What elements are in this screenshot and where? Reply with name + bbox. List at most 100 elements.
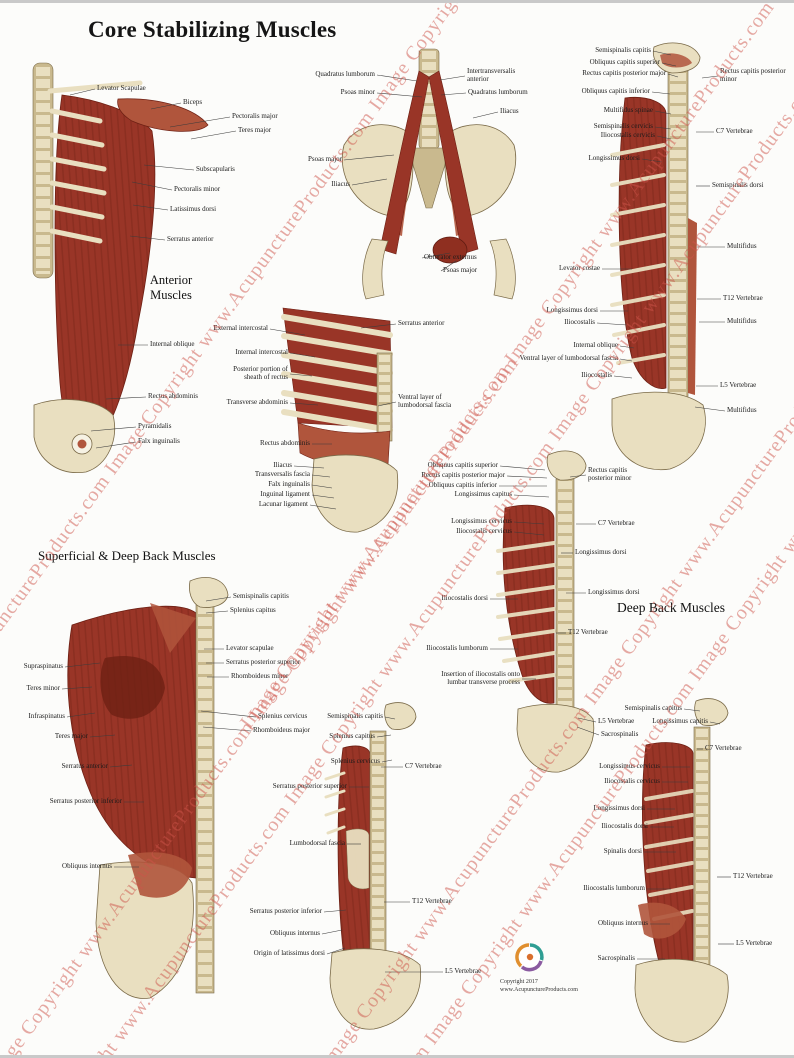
muscle-label: Iliacus <box>273 460 292 469</box>
muscle-label: Serratus posterior inferior <box>49 796 122 805</box>
muscle-label: L5 Vertebrae <box>445 966 482 975</box>
heading-anterior-line1: Anterior <box>149 273 193 287</box>
muscle-label: Levator costae <box>558 263 600 272</box>
muscle-label: Splenius capitus <box>230 605 276 614</box>
figure-deep-spine-middle <box>496 450 595 773</box>
muscle-label: Semispinalis cervicis <box>593 121 653 130</box>
muscle-label: Obliquus capitis inferior <box>428 480 497 489</box>
muscle-label: Infraspinatus <box>28 711 65 720</box>
muscle-label: Iliocostalis cervicus <box>604 776 660 785</box>
muscle-label: Longissimus cervicus <box>451 516 512 525</box>
muscle-label: Iliocostalis <box>564 317 595 326</box>
muscle-label: Semispinalis capitis <box>233 591 289 600</box>
muscle-label: Quadratus lumborum <box>468 87 528 96</box>
copyright-text: Copyright 2017 <box>500 979 538 985</box>
muscle-label: Multifidus <box>727 405 757 414</box>
muscle-label: Obliquus capitis superior <box>427 460 498 469</box>
muscle-label: Transverse abdominis <box>226 397 288 406</box>
muscle-label: C7 Vertebrae <box>405 761 442 770</box>
muscle-label: Serratus posterior superior <box>272 781 347 790</box>
muscle-label: Longissimus dorsi <box>575 547 627 556</box>
muscle-label: Sacrospinalis <box>601 729 639 738</box>
figure-deep-spine-upper-right <box>610 42 706 471</box>
muscle-label: Psoas major <box>307 154 342 163</box>
muscle-label: Transversalis fascia <box>254 469 310 478</box>
muscle-label: Longissimus dorsi <box>593 803 645 812</box>
muscle-label: Splenius cervicus <box>258 711 308 720</box>
muscle-label: Iliocostalis dorsi <box>441 593 488 602</box>
muscle-label: Rhomboideus minor <box>231 671 289 680</box>
muscle-label: Semispinalis capitus <box>624 703 682 712</box>
muscle-label: Spinalis dorsi <box>603 846 642 855</box>
muscle-label: T12 Vertebrae <box>412 896 452 905</box>
muscle-label: Inguinal ligament <box>260 489 310 498</box>
muscle-label: Serratus anterior <box>167 234 214 243</box>
muscle-label: Multifidus <box>727 241 757 250</box>
muscle-label: T12 Vertebrae <box>568 627 608 636</box>
muscle-label: Iliacus <box>500 106 519 115</box>
muscle-label: Iliacus <box>331 179 350 188</box>
muscle-label: Rectus capitis posterior major <box>582 68 666 77</box>
muscle-label: Obturator externus <box>424 252 477 261</box>
muscle-label: Subscapularis <box>196 164 235 173</box>
muscle-label: Ventral layer of lumbodorsal fascia <box>519 353 618 362</box>
acupuncture-products-logo <box>515 943 544 972</box>
muscle-label: Serratus posterior superior <box>226 657 301 666</box>
muscle-label: Obliquus capitis superior <box>589 57 660 66</box>
leader-lines <box>61 50 734 973</box>
muscle-label: Longissimus dorsi <box>588 153 640 162</box>
muscle-label: Lumbodorsal fascia <box>289 838 345 847</box>
muscle-label: Serratus posterior inferior <box>249 906 322 915</box>
muscle-label: Intertransversalis anterior <box>467 67 516 83</box>
muscle-label: Iliocostalis <box>581 370 612 379</box>
muscle-label: Pectoralis minor <box>174 184 221 193</box>
muscle-label: Teres major <box>54 731 88 740</box>
figure-back-lateral <box>324 702 422 1030</box>
muscle-label: Falx inguinalis <box>268 479 310 488</box>
muscle-label: Internal intercostal <box>235 347 288 356</box>
muscle-label: Multifidus <box>727 316 757 325</box>
muscle-label: Splenius capitus <box>329 731 375 740</box>
muscle-label: Serratus anterior <box>398 318 445 327</box>
muscle-label: Rectus capitis posterior minor <box>720 67 786 83</box>
muscle-label: C7 Vertebrae <box>716 126 753 135</box>
figure-deep-back-right <box>634 698 729 1043</box>
muscle-label: Rectus abdominis <box>260 438 310 447</box>
muscle-label: Rectus capitis posterior major <box>421 470 505 479</box>
muscle-label: Insertion of iliocostalis onto lumbar tr… <box>441 670 520 686</box>
figure-superficial-deep-back <box>67 577 229 999</box>
muscle-label: Biceps <box>183 97 203 106</box>
muscle-label: Obliquus capitis inferior <box>581 86 650 95</box>
muscle-label: Semispinalis dorsi <box>712 180 764 189</box>
muscle-label: Obliquus internus <box>62 861 112 870</box>
muscle-label: Obliquus internus <box>270 928 320 937</box>
muscle-label: Longissimus cervicus <box>599 761 660 770</box>
muscle-label: Teres major <box>238 125 272 134</box>
muscle-label: Internal oblique <box>150 339 195 348</box>
muscle-label: L5 Vertebrae <box>736 938 773 947</box>
muscle-label: T12 Vertebrae <box>723 293 763 302</box>
muscle-label: Longissimus dorsi <box>546 305 598 314</box>
muscle-label: Obliquus internus <box>598 918 648 927</box>
muscle-label: Pectoralis major <box>232 111 278 120</box>
muscle-label: Iliocostalis cervicus <box>456 526 512 535</box>
muscle-label: Longissimus dorsi <box>588 587 640 596</box>
muscle-label: Levator scapulae <box>226 643 274 652</box>
footer: Copyright 2017 www.AcupunctureProducts.c… <box>500 941 578 994</box>
poster-title: Core Stabilizing Muscles <box>88 17 337 42</box>
muscle-label: Longissimus capitus <box>454 489 512 498</box>
muscle-label: Posterior portion of sheath of rectus <box>233 365 288 381</box>
muscle-label: T12 Vertebrae <box>733 871 773 880</box>
figure-anterior-torso <box>32 62 209 474</box>
muscle-label: Iliocostalis lumborum <box>583 883 645 892</box>
muscle-label: Latissimus dorsi <box>170 204 217 213</box>
heading-deep-back: Deep Back Muscles <box>617 600 725 615</box>
muscle-label: Falx inguinalis <box>138 436 180 445</box>
muscle-label: Teres minor <box>26 683 60 692</box>
muscle-label: Origin of latissimus dorsi <box>253 948 325 957</box>
muscle-label: Psoas major <box>443 265 478 274</box>
figure-lateral-ribcage <box>281 307 399 533</box>
muscle-label: Pyramidalis <box>138 421 172 430</box>
